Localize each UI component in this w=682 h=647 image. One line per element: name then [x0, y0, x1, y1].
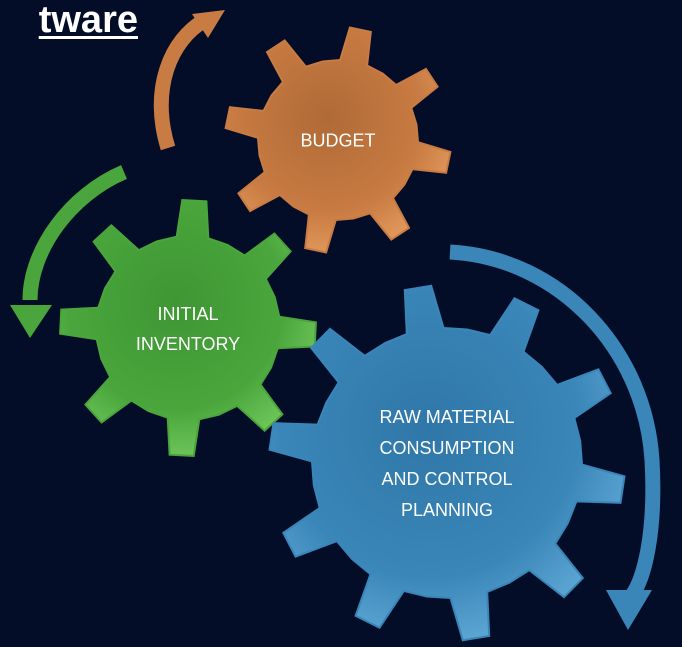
gear-budget: BUDGET — [224, 26, 452, 254]
gear-initial-inventory-label-line: INVENTORY — [136, 334, 240, 354]
gear-raw-material-label-line: RAW MATERIAL — [379, 407, 514, 427]
budget-arrow — [153, 10, 225, 151]
gear-initial-inventory: INITIAL INVENTORY — [59, 199, 317, 457]
gear-raw-material-label-line: CONSUMPTION — [380, 438, 515, 458]
gear-initial-inventory-body — [59, 199, 317, 457]
gear-initial-inventory-label-line: INITIAL — [157, 304, 218, 324]
page-title-crop: tware — [0, 0, 138, 46]
page-title: tware — [38, 0, 138, 41]
gear-raw-material-label-line: PLANNING — [401, 500, 493, 520]
gear-budget-label-line: BUDGET — [300, 130, 375, 150]
inventory-arrow — [10, 165, 128, 338]
gear-raw-material-label-line: AND CONTROL — [381, 469, 512, 489]
gear-budget-body — [224, 26, 452, 254]
gear-raw-material-body — [268, 284, 626, 642]
gear-raw-material: RAW MATERIAL CONSUMPTION AND CONTROL PLANNI… — [268, 284, 626, 642]
raw-material-arrow — [449, 244, 661, 630]
